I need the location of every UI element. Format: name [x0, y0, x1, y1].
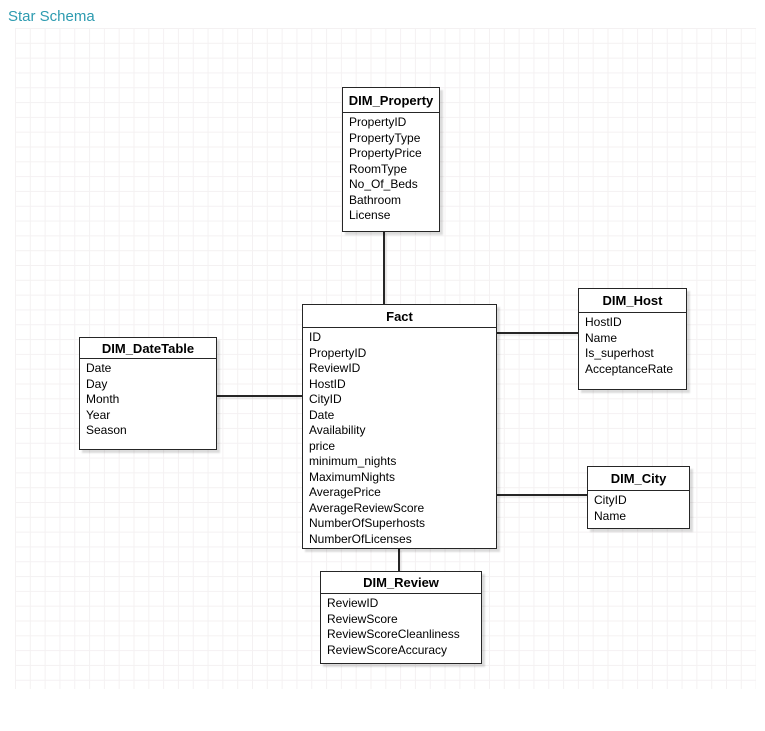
field-row: AveragePrice	[309, 485, 381, 499]
entity-fact-title: Fact	[303, 305, 496, 328]
entity-dim-datetable-title: DIM_DateTable	[80, 338, 216, 359]
field-row: Year	[86, 407, 111, 422]
field-row: Name	[594, 508, 627, 523]
field-row: CityID	[309, 392, 342, 406]
field-row: CityID	[594, 493, 627, 507]
field-row: Season	[86, 423, 127, 437]
diagram-title: Star Schema	[8, 8, 95, 25]
field-row: Bathroom	[349, 192, 402, 207]
field-row: HostID	[309, 376, 346, 391]
connector-fact-review	[398, 549, 400, 571]
field-row: PropertyType	[349, 130, 421, 145]
field-row: RoomType	[349, 161, 408, 176]
entity-dim-property-title: DIM_Property	[343, 88, 439, 113]
field-row: Is_superhost	[585, 346, 654, 360]
field-row: PropertyID	[309, 345, 367, 360]
field-row: MaximumNights	[309, 469, 396, 484]
connector-datetable-fact	[217, 395, 302, 397]
field-row: ReviewID	[327, 596, 379, 610]
field-row: NumberOfLicenses	[309, 531, 412, 546]
field-row: Date	[309, 407, 335, 422]
field-row: PropertyPrice	[349, 146, 422, 160]
field-row: Date	[86, 361, 112, 375]
field-row: ReviewID	[309, 361, 361, 375]
field-row: price	[309, 438, 336, 453]
entity-dim-host-title: DIM_Host	[579, 289, 686, 313]
field-row: AcceptanceRate	[585, 361, 674, 376]
field-row: ReviewScoreAccuracy	[327, 642, 448, 657]
connector-fact-city	[497, 494, 587, 496]
field-row: Month	[86, 392, 120, 406]
field-row: ReviewScore	[327, 611, 398, 626]
field-row: Name	[585, 330, 618, 345]
field-row: PropertyID	[349, 115, 407, 129]
field-row: Day	[86, 376, 108, 391]
field-row: AverageReviewScore	[309, 500, 425, 515]
field-row: Availability	[309, 423, 366, 437]
field-row: No_Of_Beds	[349, 177, 418, 191]
field-row: NumberOfSuperhosts	[309, 516, 426, 530]
connector-property-fact	[383, 232, 385, 304]
entity-dim-review-title: DIM_Review	[321, 572, 481, 594]
field-row: minimum_nights	[309, 454, 397, 468]
connector-fact-host	[497, 332, 578, 334]
field-row: License	[349, 208, 391, 222]
entity-dim-city-title: DIM_City	[588, 467, 689, 491]
field-row: ID	[309, 330, 321, 344]
field-row: ReviewScoreCleanliness	[327, 627, 460, 641]
field-row: HostID	[585, 315, 622, 329]
